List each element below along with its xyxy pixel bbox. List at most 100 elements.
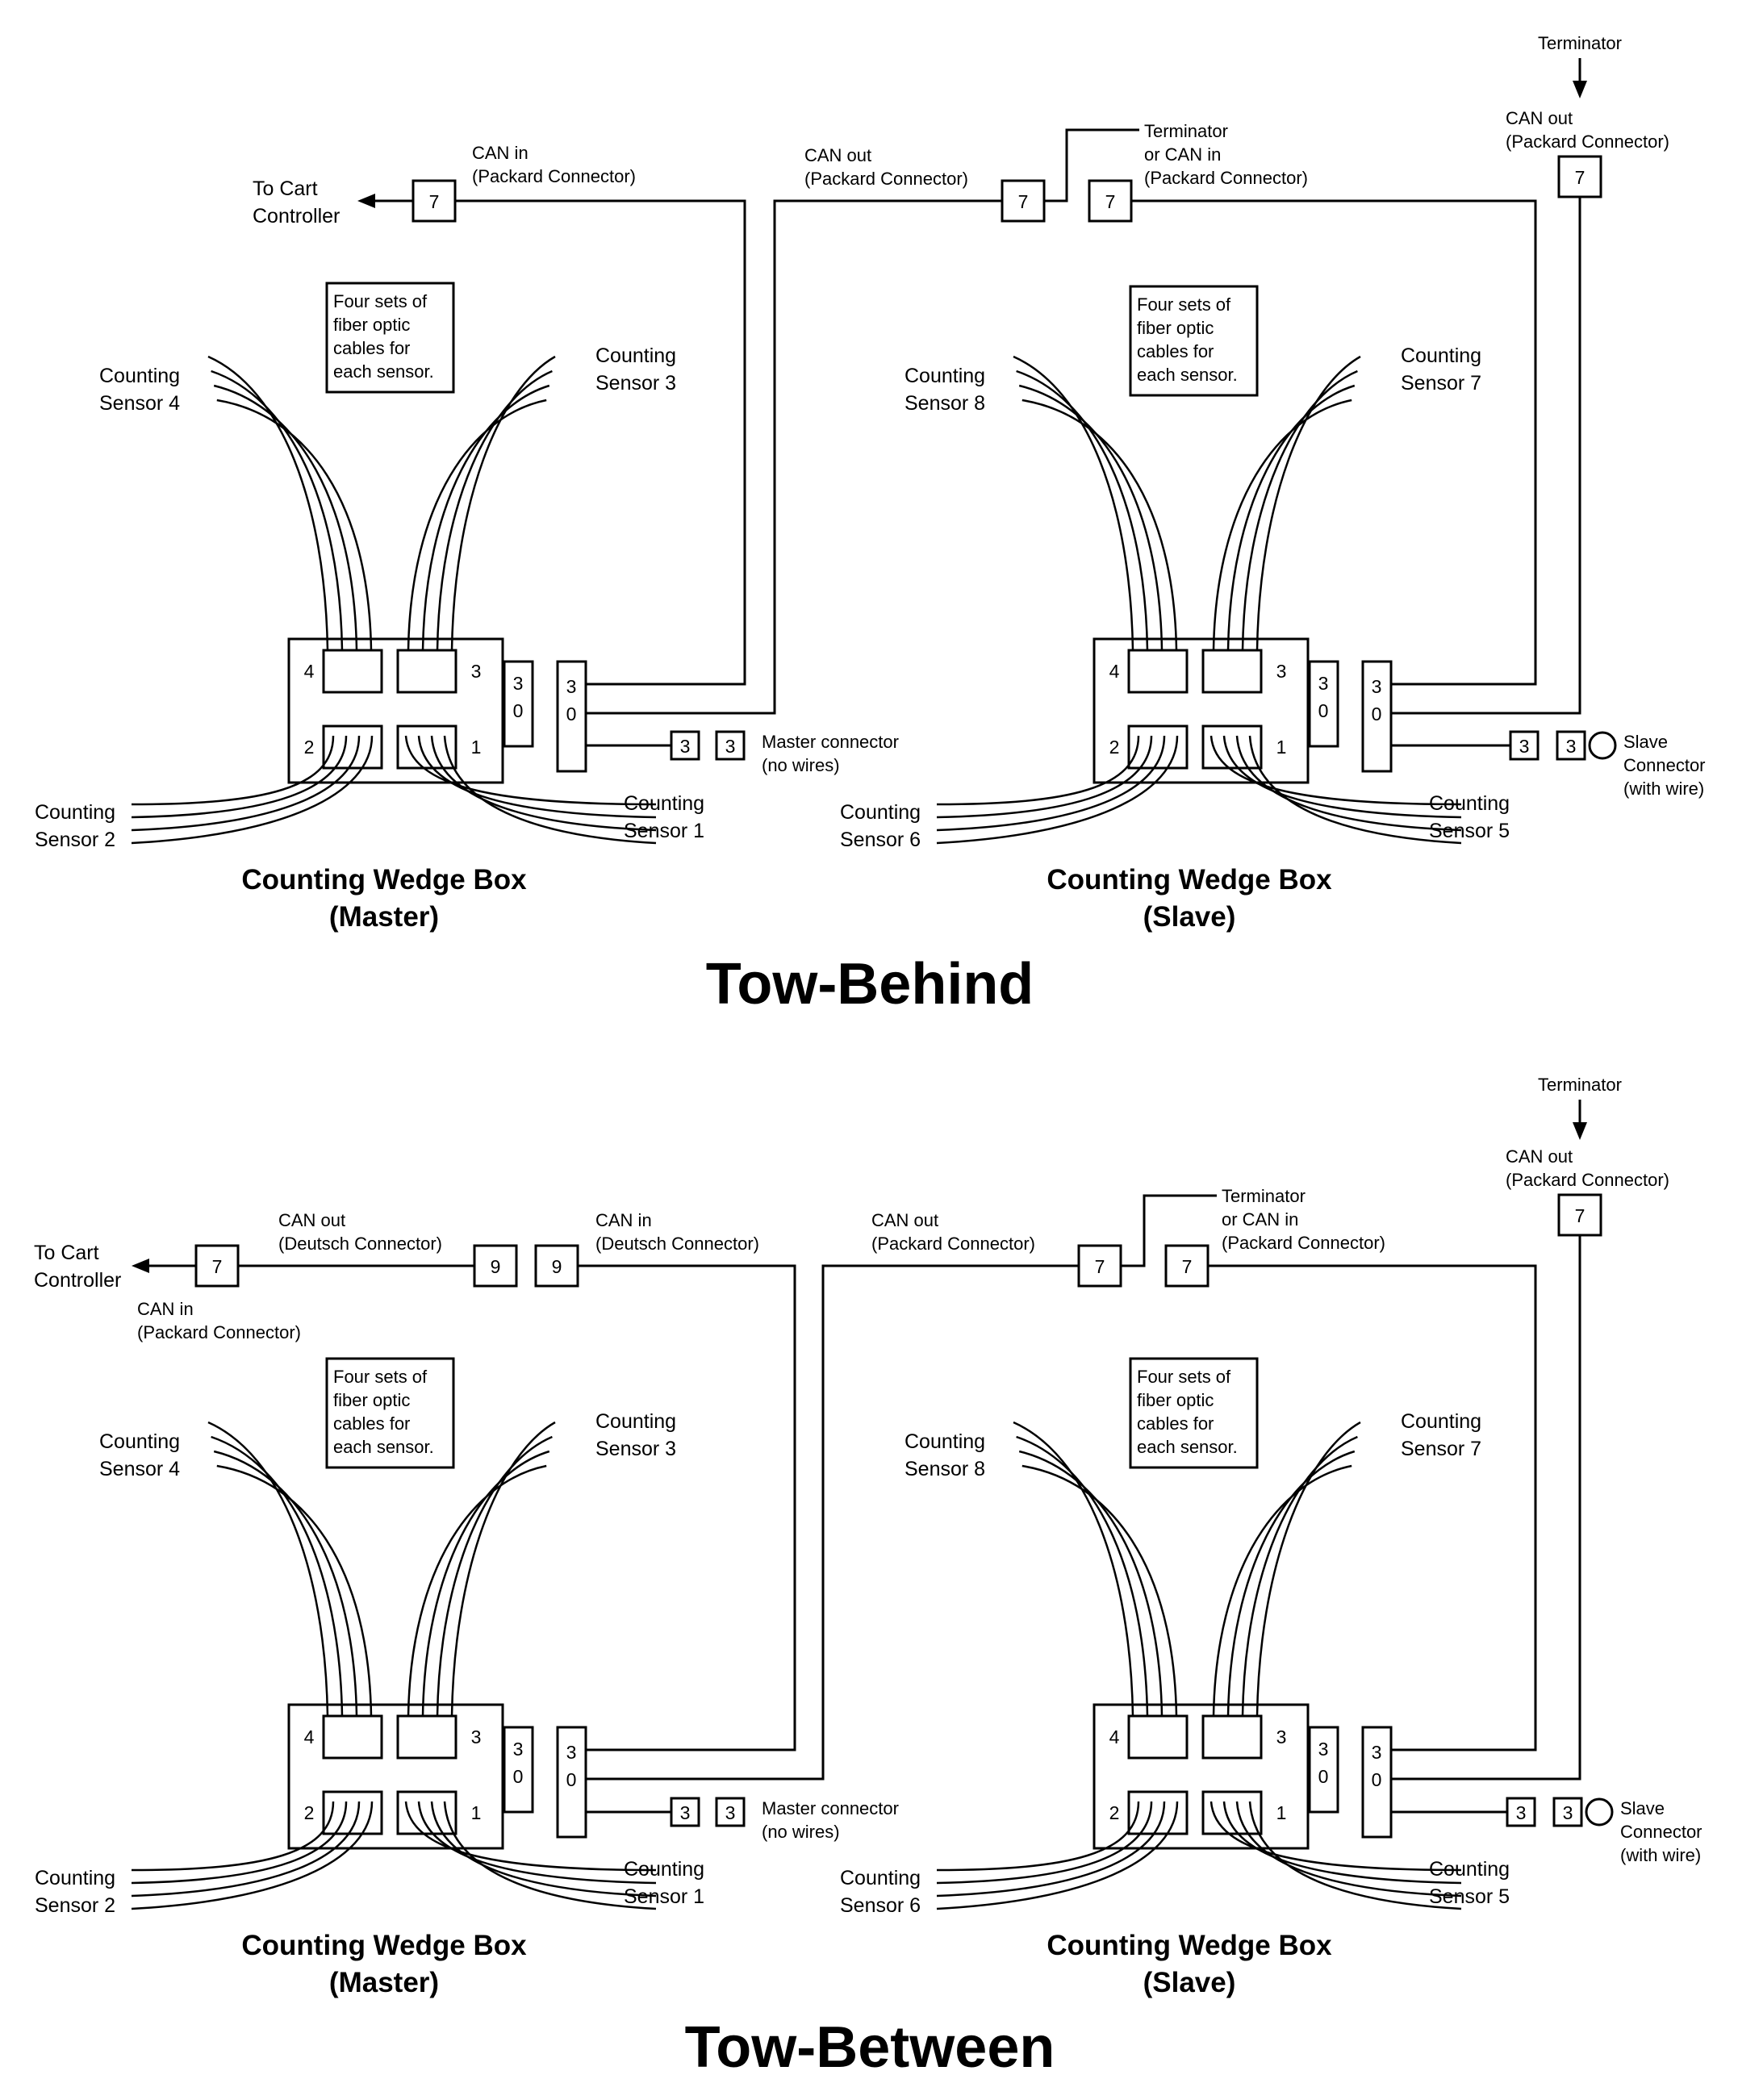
wedge-connector-a-outline <box>670 730 700 761</box>
fiber-cable <box>443 1801 657 1910</box>
port-number-4: 4 <box>304 661 315 682</box>
can-in-connector-slave-outline <box>1088 179 1133 223</box>
fiber-cable <box>216 399 373 651</box>
slave-wedge-connector-a: 3 <box>1506 1797 1536 1827</box>
wedge-connector-a-code: 3 <box>680 1802 691 1823</box>
arrow-to-cart <box>357 194 375 208</box>
fiber-cable <box>443 735 657 845</box>
fiber-cable <box>1248 735 1462 845</box>
wedge-connector-b-code: 3 <box>725 1802 736 1823</box>
fiber-cable <box>1241 369 1358 651</box>
port-number-2: 2 <box>304 1802 315 1823</box>
port-number-4: 4 <box>1109 661 1120 682</box>
fiber-cable <box>436 1435 553 1717</box>
fiber-cable <box>1255 1421 1361 1717</box>
port-number-1: 1 <box>1276 737 1287 758</box>
port-number-2: 2 <box>1109 737 1120 758</box>
box-caption: Counting Wedge Box(Slave) <box>1047 1930 1332 1998</box>
section-title: Tow-Between <box>685 2015 1055 2080</box>
fiber-note-slave-border <box>1129 285 1259 397</box>
fiber-cable <box>404 1801 657 1872</box>
terminator-label: Terminator <box>1538 1075 1622 1095</box>
fiber-cable <box>131 1801 335 1872</box>
slave-wedge-connector-b: 3 <box>1552 1797 1583 1827</box>
wedge-connector-a: 3 <box>670 730 700 761</box>
can-in-connector-slave-code: 7 <box>1182 1256 1193 1277</box>
fiber-cable <box>1222 735 1462 819</box>
box-caption: Counting Wedge Box(Master) <box>241 864 527 933</box>
fiber-bundle-tl <box>207 355 373 651</box>
fiber-cable <box>1212 399 1352 651</box>
deutsch-connector-b-code: 9 <box>552 1256 562 1277</box>
harness-connector <box>556 660 587 773</box>
slave-wedge-connector-b-outline <box>1552 1797 1583 1827</box>
wedge-connector-b-outline <box>715 730 746 761</box>
deutsch-connector-a-code: 9 <box>491 1256 501 1277</box>
fiber-cable <box>417 735 657 819</box>
fiber-cable <box>1018 1450 1164 1717</box>
fiber-bundle-tl <box>207 1421 373 1717</box>
fiber-cable <box>421 1450 550 1717</box>
port-number-1: 1 <box>471 1802 482 1823</box>
fiber-bundle-br <box>404 1801 657 1910</box>
fiber-cable <box>216 1464 373 1717</box>
can-in-connector-slave-outline <box>1164 1244 1209 1288</box>
fiber-cable <box>131 735 361 832</box>
fiber-bundle-tr <box>1212 355 1361 651</box>
fiber-cable <box>404 735 657 806</box>
box-side-connector <box>1308 660 1339 748</box>
fiber-cable <box>207 355 329 651</box>
master-connector-label: Master connector(no wires) <box>762 1798 899 1842</box>
can-out-right-label: CAN out(Packard Connector) <box>1506 108 1669 152</box>
fiber-cable <box>936 735 1166 832</box>
can-in-connector-slave-code: 7 <box>1105 191 1116 212</box>
fiber-cable <box>407 399 547 651</box>
fiber-cable <box>936 1801 1153 1885</box>
fiber-bundle-tr <box>407 355 556 651</box>
port-socket-4 <box>1127 1714 1189 1760</box>
wedge-connector-a-code: 3 <box>680 736 691 757</box>
port-socket-3 <box>396 1714 457 1760</box>
port-socket-4 <box>1127 649 1189 694</box>
can-out-connector-code: 7 <box>1018 191 1029 212</box>
master-connector-label: Master connector(no wires) <box>762 732 899 775</box>
fiber-cable <box>1226 1450 1356 1717</box>
can-in-connector-master-code: 7 <box>429 191 440 212</box>
wedge-connector-b: 3 <box>715 1797 746 1827</box>
fiber-bundle-tr <box>407 1421 556 1717</box>
fiber-cable <box>1235 1801 1462 1898</box>
terminator-label: Terminator <box>1538 33 1622 53</box>
box-caption: Counting Wedge Box(Master) <box>241 1930 527 1998</box>
fiber-cable <box>1013 355 1134 651</box>
section-title: Tow-Behind <box>706 952 1034 1017</box>
slave-wedge-connector-b-code: 3 <box>1563 1802 1573 1823</box>
can-out-right-connector-code: 7 <box>1575 167 1586 188</box>
deutsch-connector-a-outline <box>473 1244 518 1288</box>
can-out-right-connector-outline <box>1557 1193 1602 1237</box>
can-out-label: CAN out(Packard Connector) <box>804 145 968 189</box>
fiber-cable <box>421 384 550 651</box>
fiber-bundle-tl <box>1013 355 1178 651</box>
can-out-connector: 7 <box>1077 1244 1122 1288</box>
wedge-connector-a-outline <box>670 1797 700 1827</box>
fiber-cable <box>1209 735 1462 806</box>
fiber-cable <box>1021 399 1178 651</box>
fiber-cable <box>1013 1421 1134 1717</box>
can-out-right-connector-code: 7 <box>1575 1205 1586 1226</box>
